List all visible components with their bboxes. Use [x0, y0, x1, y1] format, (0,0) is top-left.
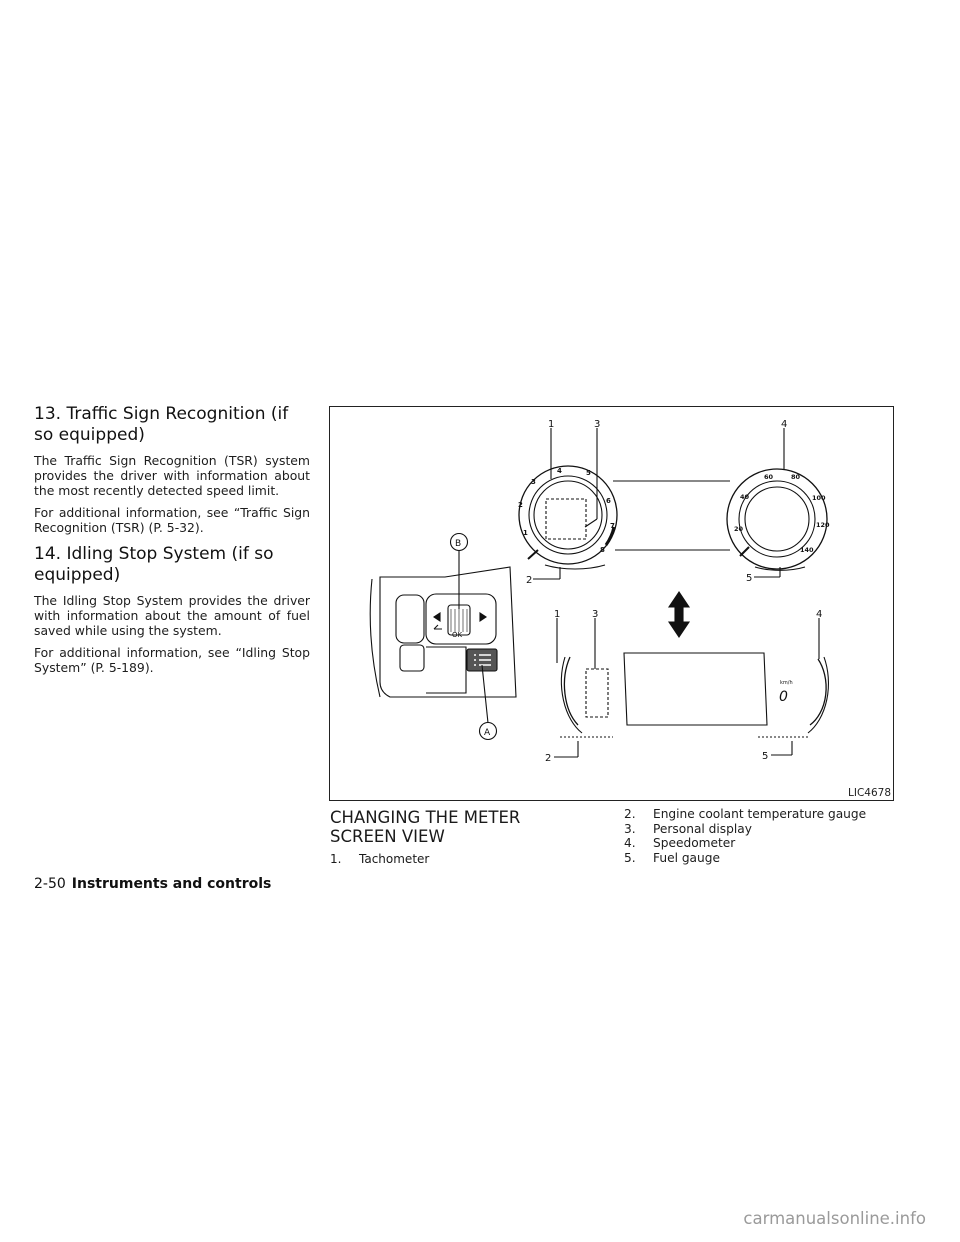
page-footer: 2-50 Instruments and controls [34, 876, 271, 892]
steering-switch-housing [379, 566, 517, 698]
section-name: Instruments and controls [71, 876, 272, 892]
caption-item-4: 4. Speedometer [624, 836, 866, 851]
top-personal-display [545, 498, 587, 540]
caption-item-1-num: 1. [330, 852, 342, 866]
top-temp-gauge [544, 564, 606, 570]
callout-4-top: 4 [781, 419, 787, 430]
steering-wheel-edge [369, 578, 381, 698]
caption-item-1-text: Tachometer [359, 852, 430, 866]
tach-tick-8: 8 [600, 546, 605, 554]
caption-item-2: 2. Engine coolant temperature gauge [624, 807, 866, 822]
caption-item-2-num: 2. [624, 807, 636, 821]
left-column: 13. Traffic Sign Recognition (if so equi… [34, 404, 310, 682]
right-arrow-icon [479, 611, 487, 623]
meter-screen-figure: 1 3 4 2 5 1 3 4 2 5 B A OK 1 2 3 4 5 6 7… [329, 406, 894, 801]
tach-tick-4: 4 [557, 467, 562, 475]
top-speedometer-outer [726, 468, 828, 570]
tach-tick-3: 3 [531, 478, 536, 486]
callout-1-bottom: 1 [554, 609, 560, 620]
menu-list-icon [474, 654, 491, 666]
tach-tick-2: 2 [518, 501, 523, 509]
tach-redzone [604, 526, 616, 546]
callout-2-top: 2 [526, 575, 532, 586]
callout-a: A [484, 728, 491, 738]
center-display [623, 652, 768, 726]
speed-tick-140: 140 [800, 546, 814, 554]
tach-tick-6: 6 [606, 497, 611, 505]
caption-item-5-text: Fuel gauge [653, 850, 720, 865]
speed-tick-120: 120 [816, 521, 830, 529]
caption-item-3: 3. Personal display [624, 822, 866, 837]
tach-tick-1: 1 [523, 529, 528, 537]
left-arrow-icon [433, 611, 441, 623]
page-number: 2-50 [34, 876, 66, 892]
double-arrow-icon [667, 591, 691, 638]
caption-item-2-text: Engine coolant temperature gauge [653, 807, 867, 821]
caption-title: CHANGING THE METER SCREEN VIEW [330, 808, 521, 846]
switch-lower-left [399, 644, 425, 672]
bottom-speedometer [809, 658, 827, 726]
tach-tick-7: 7 [610, 522, 615, 530]
caption-item-4-num: 4. [624, 836, 636, 850]
speed-tick-80: 80 [791, 473, 801, 481]
section-14-paragraph-2: For additional information, see “Idling … [34, 645, 310, 675]
back-icon [433, 624, 442, 630]
caption-item-3-text: Personal display [653, 821, 752, 836]
callout-3-top: 3 [594, 419, 600, 430]
watermark: carmanualsonline.info [743, 1209, 926, 1228]
speed-value: 0 [779, 689, 788, 705]
figure-code: LIC4678 [848, 787, 891, 799]
caption-item-5-num: 5. [624, 850, 636, 865]
kmh-label: km/h [780, 680, 793, 686]
callout-5-bottom: 5 [762, 751, 768, 762]
top-tachometer-outer [518, 465, 618, 565]
section-13-heading: 13. Traffic Sign Recognition (if so equi… [34, 404, 289, 445]
bottom-tachometer [563, 656, 579, 726]
ok-label: OK [452, 631, 463, 639]
callout-2-bottom: 2 [545, 753, 551, 764]
switch-left-pad [395, 594, 425, 644]
section-13-paragraph-1: The Traffic Sign Recognition (TSR) syste… [34, 453, 310, 498]
section-14-paragraph-1: The Idling Stop System provides the driv… [34, 593, 310, 638]
section-13-paragraph-2: For additional information, see “Traffic… [34, 505, 310, 535]
speed-tick-60: 60 [764, 473, 774, 481]
speed-tick-100: 100 [812, 494, 826, 502]
callout-3-bottom: 3 [592, 609, 598, 620]
speed-tick-40: 40 [740, 493, 750, 501]
bottom-personal-display [585, 668, 609, 718]
speed-tick-20: 20 [734, 525, 744, 533]
callout-1-top: 1 [548, 419, 554, 430]
caption-item-5: 5. Fuel gauge [624, 851, 866, 866]
section-14-heading: 14. Idling Stop System (if so equipped) [34, 544, 274, 585]
callout-b: B [455, 539, 461, 549]
switch-lower-middle [426, 646, 467, 694]
caption-list: 2. Engine coolant temperature gauge 3. Per… [624, 807, 866, 865]
tach-tick-5: 5 [586, 469, 591, 477]
meter-illustration: 1 3 4 2 5 1 3 4 2 5 B A OK 1 2 3 4 5 6 7… [369, 419, 830, 764]
callout-4-bottom: 4 [816, 609, 822, 620]
caption-item-1: 1. Tachometer [330, 852, 429, 866]
nav-switch-pad [425, 593, 497, 645]
callout-5-top: 5 [746, 573, 752, 584]
caption-item-4-text: Speedometer [653, 836, 736, 850]
caption-item-3-num: 3. [624, 821, 636, 836]
